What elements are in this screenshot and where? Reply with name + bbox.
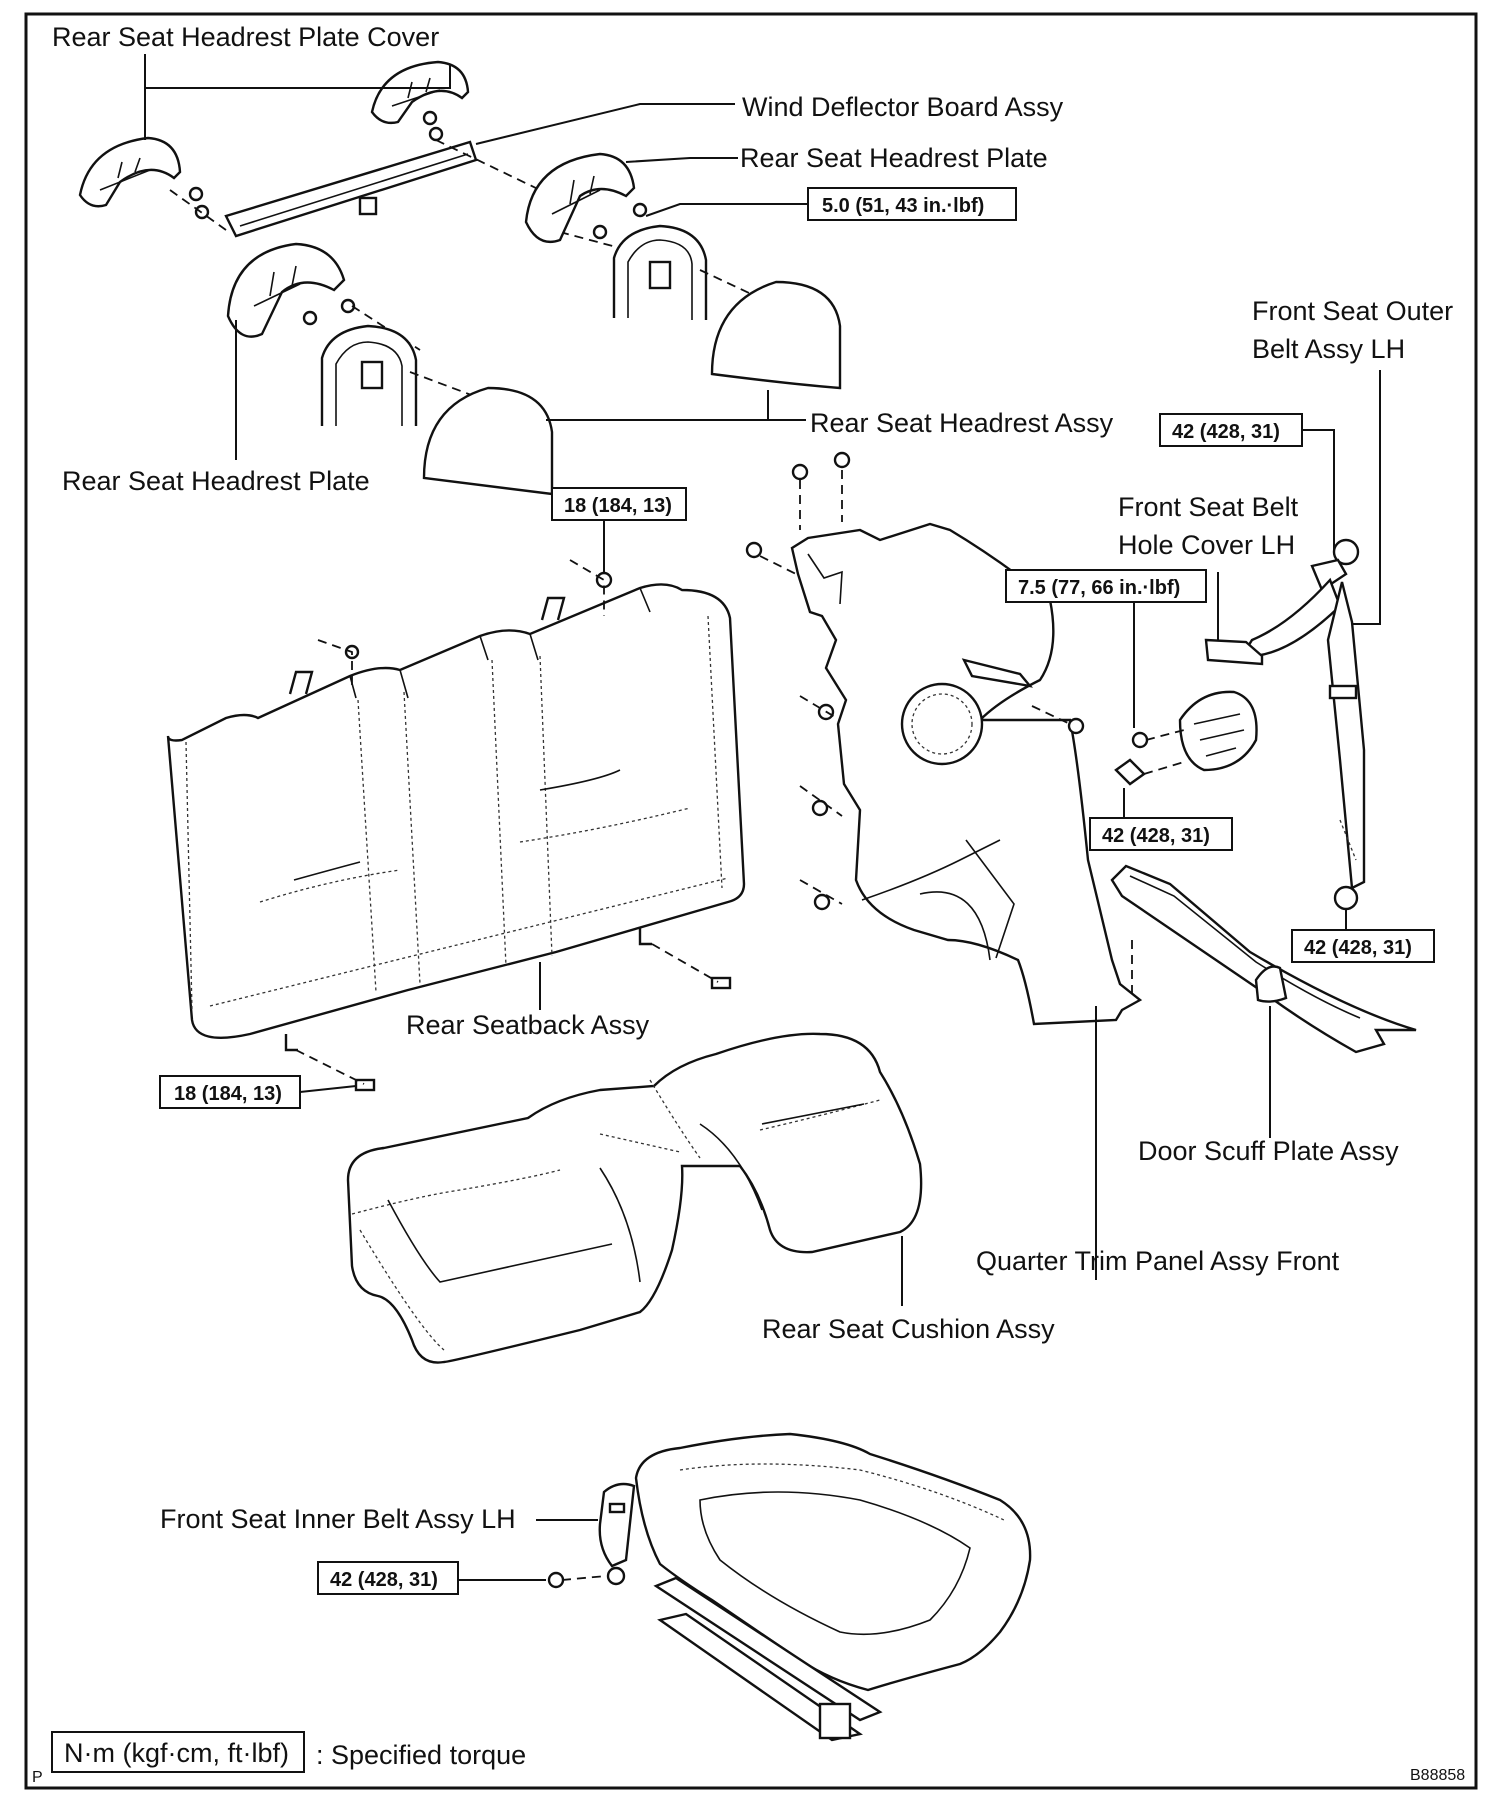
headrest-stay-left-icon [320,324,418,426]
headrest-stay-right-icon [612,224,708,320]
headrest-plate-cover-left-icon [78,136,182,208]
quarter-trim-bolts-icon [745,451,1085,911]
torque-box-18-lower: 18 (184, 13) [159,1075,301,1109]
torque-value: 42 (428, 31) [1304,937,1412,959]
legend-unit-box: N·m (kgf·cm, ft·lbf) [64,1738,289,1768]
torque-value: 42 (428, 31) [1102,825,1210,847]
rear-seat-cushion-icon [346,1032,923,1364]
label-belt-hole-cover-1: Front Seat Belt [1118,492,1299,522]
torque-box-42-top: 42 (428, 31) [1159,413,1303,447]
belt-hole-cover-icon [1204,638,1264,666]
label-headrest-plate-lower: Rear Seat Headrest Plate [62,466,370,496]
headrest-plate-cover-right-icon [370,60,470,125]
legend-description: : Specified torque [316,1740,526,1770]
headrest-assy-left-icon [422,386,554,496]
headrest-plate-upper-icon [524,152,636,244]
front-seat-inner-belt-icon [547,1482,636,1589]
wind-deflector-board-icon [224,140,478,238]
label-rear-cushion: Rear Seat Cushion Assy [762,1314,1055,1344]
torque-box-42-mid: 42 (428, 31) [1089,817,1233,851]
torque-box-7-5: 7.5 (77, 66 in.·lbf) [1005,569,1207,603]
label-belt-hole-cover-2: Hole Cover LH [1118,530,1295,560]
front-seat-outer-belt-icon [1239,538,1366,1003]
torque-value: 18 (184, 13) [564,495,672,517]
corner-mark: P [32,1769,43,1786]
front-seat-cushion-icon [634,1432,1032,1742]
torque-value: 42 (428, 31) [330,1569,438,1591]
quarter-trim-panel-icon [790,522,1143,1026]
torque-box-18-upper: 18 (184, 13) [551,487,687,521]
label-quarter-trim: Quarter Trim Panel Assy Front [976,1246,1340,1276]
torque-box-42-inner: 42 (428, 31) [317,1561,459,1595]
label-headrest-plate-cover: Rear Seat Headrest Plate Cover [52,22,439,52]
torque-box-42-right: 42 (428, 31) [1291,929,1435,963]
label-wind-deflector: Wind Deflector Board Assy [742,92,1064,122]
belt-retractor-icon [1114,690,1258,786]
figure-code: B88858 [1410,1767,1465,1784]
label-front-outer-belt-1: Front Seat Outer [1252,296,1453,326]
label-headrest-plate-upper: Rear Seat Headrest Plate [740,143,1048,173]
torque-value: 18 (184, 13) [174,1083,282,1105]
label-rear-seatback: Rear Seatback Assy [406,1010,650,1040]
torque-value: 7.5 (77, 66 in.·lbf) [1018,577,1180,599]
headrest-plate-lower-icon [226,242,346,338]
diagram-border [24,12,1478,1790]
torque-value: 5.0 (51, 43 in.·lbf) [822,195,984,217]
seatback-hooks-icon [284,571,732,1092]
torque-legend: N·m (kgf·cm, ft·lbf) : Specified torque [51,1731,526,1773]
torque-value: 42 (428, 31) [1172,421,1280,443]
label-headrest-assy: Rear Seat Headrest Assy [810,408,1114,438]
torque-box-5-0: 5.0 (51, 43 in.·lbf) [807,187,1017,221]
rear-seatback-assy-icon [166,583,746,1039]
label-door-scuff: Door Scuff Plate Assy [1138,1136,1399,1166]
label-front-outer-belt-2: Belt Assy LH [1252,334,1405,364]
headrest-assy-right-icon [710,280,842,390]
label-front-inner-belt: Front Seat Inner Belt Assy LH [160,1504,516,1534]
headrest-bolts-icon [188,110,648,326]
